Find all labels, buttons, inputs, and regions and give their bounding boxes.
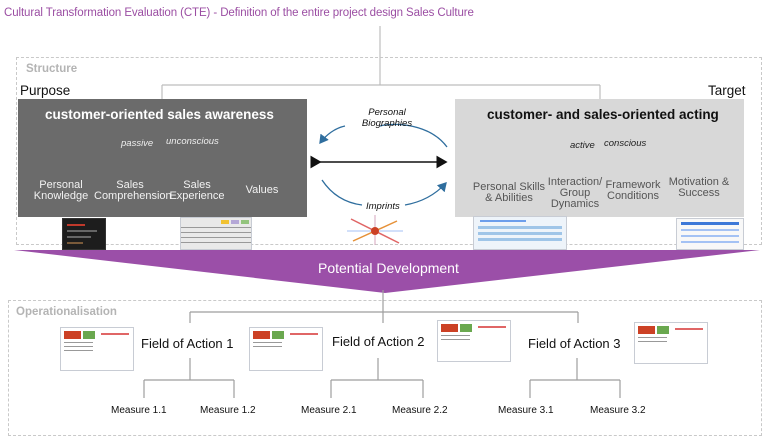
acting-item-interaction: Interaction/ Group Dynamics	[547, 176, 603, 210]
acting-heading: customer- and sales-oriented acting	[487, 107, 719, 122]
field-of-action-2: Field of Action 2	[332, 334, 425, 349]
target-label: Target	[708, 83, 746, 98]
structure-frame	[16, 57, 762, 245]
field-of-action-3: Field of Action 3	[528, 336, 621, 351]
awareness-item-sales-experience: Sales Experience	[169, 179, 225, 202]
measure-3-2: Measure 3.2	[590, 405, 646, 416]
awareness-item-personal-knowledge: Personal Knowledge	[33, 179, 89, 202]
awareness-item-values: Values	[245, 184, 279, 196]
field-of-action-1: Field of Action 1	[141, 336, 234, 351]
acting-box	[455, 99, 744, 217]
measure-1-1: Measure 1.1	[111, 405, 167, 416]
acting-item-framework: Framework Conditions	[605, 179, 661, 202]
purpose-label: Purpose	[20, 83, 71, 98]
table-thumbnail-icon	[676, 218, 744, 250]
measure-2-2: Measure 2.2	[392, 405, 448, 416]
foa1-document-thumbnail-icon	[60, 327, 134, 371]
operationalisation-frame	[8, 300, 762, 436]
potential-development-label: Potential Development	[318, 260, 459, 276]
foa2-document-thumbnail-icon	[249, 327, 323, 371]
awareness-mode-passive: passive	[121, 138, 154, 149]
report-thumbnail-icon	[62, 218, 106, 250]
acting-item-motivation: Motivation & Success	[668, 176, 730, 199]
foa2b-document-thumbnail-icon	[437, 320, 511, 362]
structure-label: Structure	[26, 63, 78, 75]
awareness-box	[18, 99, 307, 217]
acting-mode-conscious: conscious	[604, 138, 647, 149]
acting-mode-active: active	[570, 140, 595, 151]
page-title: Cultural Transformation Evaluation (CTE)…	[4, 7, 474, 19]
personal-biographies-label: Personal Biographies	[361, 107, 413, 129]
acting-item-personal-skills: Personal Skills & Abilities	[472, 181, 546, 204]
awareness-mode-unconscious: unconscious	[166, 136, 219, 147]
dashboard-thumbnail-icon	[473, 216, 567, 250]
measure-1-2: Measure 1.2	[200, 405, 256, 416]
awareness-item-sales-comprehension: Sales Comprehension	[94, 179, 172, 202]
awareness-heading: customer-oriented sales awareness	[45, 107, 274, 122]
spreadsheet-thumbnail-icon	[180, 217, 252, 250]
mindmap-thumbnail-icon	[347, 215, 403, 245]
operationalisation-label: Operationalisation	[16, 306, 117, 318]
imprints-label: Imprints	[366, 201, 400, 212]
measure-2-1: Measure 2.1	[301, 405, 357, 416]
foa3-document-thumbnail-icon	[634, 322, 708, 364]
measure-3-1: Measure 3.1	[498, 405, 554, 416]
